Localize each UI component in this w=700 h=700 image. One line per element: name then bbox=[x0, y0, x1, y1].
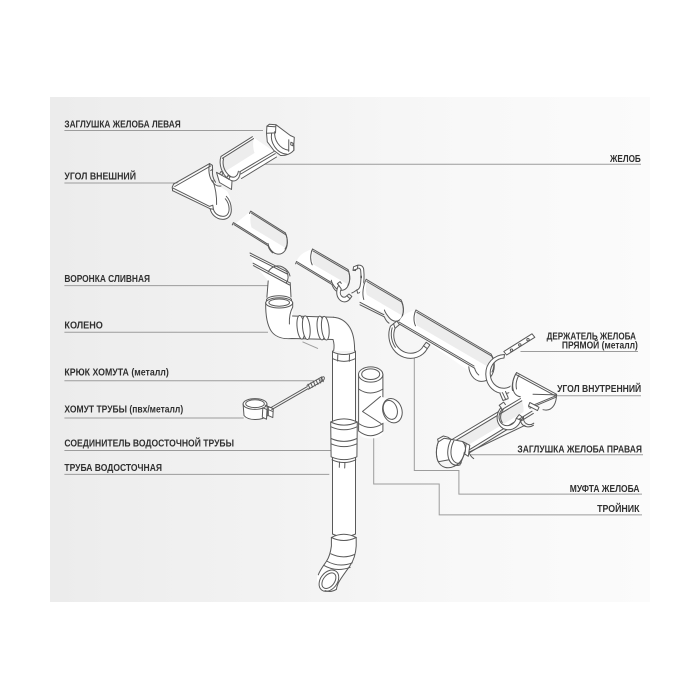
svg-text:ПРЯМОЙ (металл): ПРЯМОЙ (металл) bbox=[562, 339, 638, 352]
svg-text:УГОЛ ВНЕШНИЙ: УГОЛ ВНЕШНИЙ bbox=[64, 170, 136, 183]
svg-text:ТРОЙНИК: ТРОЙНИК bbox=[597, 502, 640, 515]
svg-text:ХОМУТ ТРУБЫ (пвх/металл): ХОМУТ ТРУБЫ (пвх/металл) bbox=[64, 404, 183, 415]
svg-text:КОЛЕНО: КОЛЕНО bbox=[64, 320, 103, 331]
svg-text:КРЮК ХОМУТА (металл): КРЮК ХОМУТА (металл) bbox=[64, 367, 168, 378]
svg-text:МУФТА ЖЕЛОБА: МУФТА ЖЕЛОБА bbox=[570, 484, 640, 495]
svg-text:ЖЕЛОБ: ЖЕЛОБ bbox=[609, 154, 641, 165]
svg-text:УГОЛ ВНУТРЕННИЙ: УГОЛ ВНУТРЕННИЙ bbox=[557, 382, 641, 395]
svg-text:ДЕРЖАТЕЛЬ ЖЕЛОБА: ДЕРЖАТЕЛЬ ЖЕЛОБА bbox=[547, 331, 636, 342]
svg-text:СОЕДИНИТЕЛЬ ВОДОСТОЧНОЙ ТРУБЫ: СОЕДИНИТЕЛЬ ВОДОСТОЧНОЙ ТРУБЫ bbox=[64, 436, 234, 449]
svg-text:ЗАГЛУШКА ЖЕЛОБА ПРАВАЯ: ЗАГЛУШКА ЖЕЛОБА ПРАВАЯ bbox=[517, 444, 642, 455]
svg-text:ВОРОНКА СЛИВНАЯ: ВОРОНКА СЛИВНАЯ bbox=[64, 274, 150, 285]
svg-text:ТРУБА ВОДОСТОЧНАЯ: ТРУБА ВОДОСТОЧНАЯ bbox=[64, 463, 162, 474]
svg-text:ЗАГЛУШКА ЖЕЛОБА ЛЕВАЯ: ЗАГЛУШКА ЖЕЛОБА ЛЕВАЯ bbox=[64, 119, 180, 130]
